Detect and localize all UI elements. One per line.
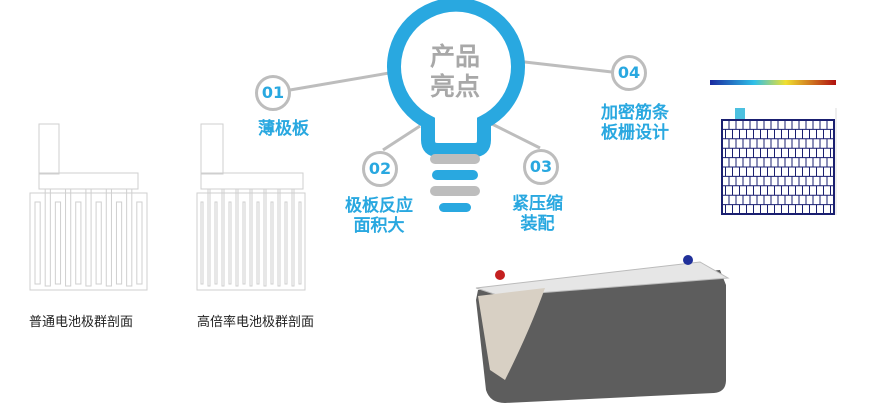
electrode-plate	[242, 201, 246, 285]
electrode-plate	[200, 201, 204, 285]
electrode-plate	[298, 201, 302, 285]
color-scale-bar	[710, 80, 836, 85]
electrode-plate	[136, 201, 143, 285]
electrode-plate	[75, 201, 82, 285]
bulb-base-bar	[432, 170, 478, 180]
bulb-base-bar	[430, 186, 480, 196]
electrode-plate	[65, 188, 72, 287]
electrode-plate	[54, 201, 62, 285]
battery-cutaway-image	[475, 255, 730, 403]
highlight-label-03: 紧压缩 装配	[512, 194, 563, 234]
highlight-label-04: 加密筋条 板栅设计	[601, 103, 669, 143]
highlight-label-03-line2: 装配	[520, 214, 555, 234]
caption-high-rate: 高倍率电池极群剖面	[197, 315, 315, 330]
highlight-label-04-line1: 加密筋条	[601, 103, 669, 123]
highlight-label-02: 极板反应 面积大	[345, 196, 413, 236]
electrode-plate	[126, 188, 133, 287]
standard-plate-cross-section	[29, 123, 148, 291]
highlight-number-02: 02	[362, 151, 398, 187]
bulb-base-bar	[430, 154, 480, 164]
electrode-plate	[115, 201, 123, 285]
electrode-plate	[291, 188, 295, 287]
highlight-label-02-line2: 面积大	[353, 216, 405, 236]
electrode-plate	[221, 188, 225, 287]
caption-standard: 普通电池极群剖面	[29, 315, 134, 330]
electrode-plate	[44, 188, 51, 287]
electrode-plate	[235, 188, 239, 287]
electrode-plate	[34, 201, 41, 285]
high-rate-plate-cross-section	[196, 123, 306, 291]
highlight-label-04-line2: 板栅设计	[601, 123, 669, 143]
connector-lines	[289, 59, 613, 152]
electrode-plate	[270, 201, 274, 285]
highlight-number-04: 04	[611, 55, 647, 91]
bulb-base-bar	[439, 203, 471, 212]
positive-terminal	[495, 270, 505, 280]
electrode-plate	[249, 188, 253, 287]
negative-terminal	[683, 255, 693, 265]
center-title-line1: 产品	[429, 42, 480, 71]
center-title-line2: 亮点	[429, 72, 480, 101]
highlight-number-03: 03	[523, 149, 559, 185]
electrode-plate	[85, 188, 92, 287]
highlight-number-01: 01	[255, 75, 291, 111]
electrode-plate	[277, 188, 281, 287]
electrode-plate	[256, 201, 260, 285]
electrode-plate	[284, 201, 288, 285]
electrode-plate	[214, 201, 218, 285]
bulb-icon	[387, 0, 525, 157]
highlight-label-02-line1: 极板反应	[345, 196, 413, 216]
highlight-label-01: 薄极板	[258, 119, 309, 139]
center-title: 产品 亮点	[415, 42, 495, 102]
grid-simulation-image	[710, 80, 837, 215]
electrode-plate	[105, 188, 112, 287]
highlight-label-03-line1: 紧压缩	[512, 194, 563, 214]
electrode-plate	[207, 188, 211, 287]
electrode-plate	[263, 188, 267, 287]
electrode-plate	[95, 201, 102, 285]
electrode-plate	[228, 201, 232, 285]
